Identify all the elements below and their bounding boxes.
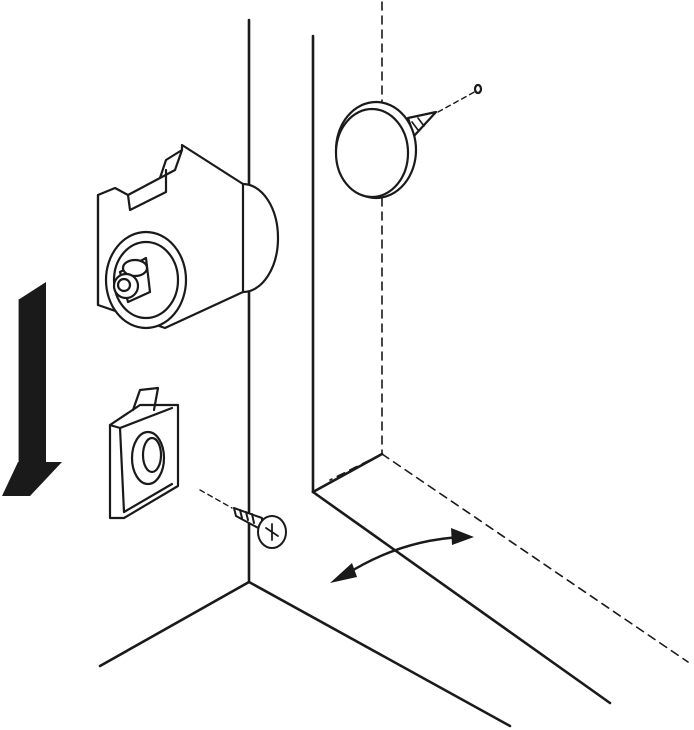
strike-plate	[334, 83, 483, 200]
countersunk-screw	[199, 489, 287, 549]
hidden-edges	[329, 1, 689, 663]
magnetic-catch	[96, 143, 280, 330]
mounting-clip	[108, 386, 180, 520]
cabinet-door	[311, 34, 612, 705]
door-swing-arrow	[330, 528, 474, 583]
down-arrow-icon	[2, 282, 62, 496]
cabinet-side-panel	[98, 18, 512, 728]
